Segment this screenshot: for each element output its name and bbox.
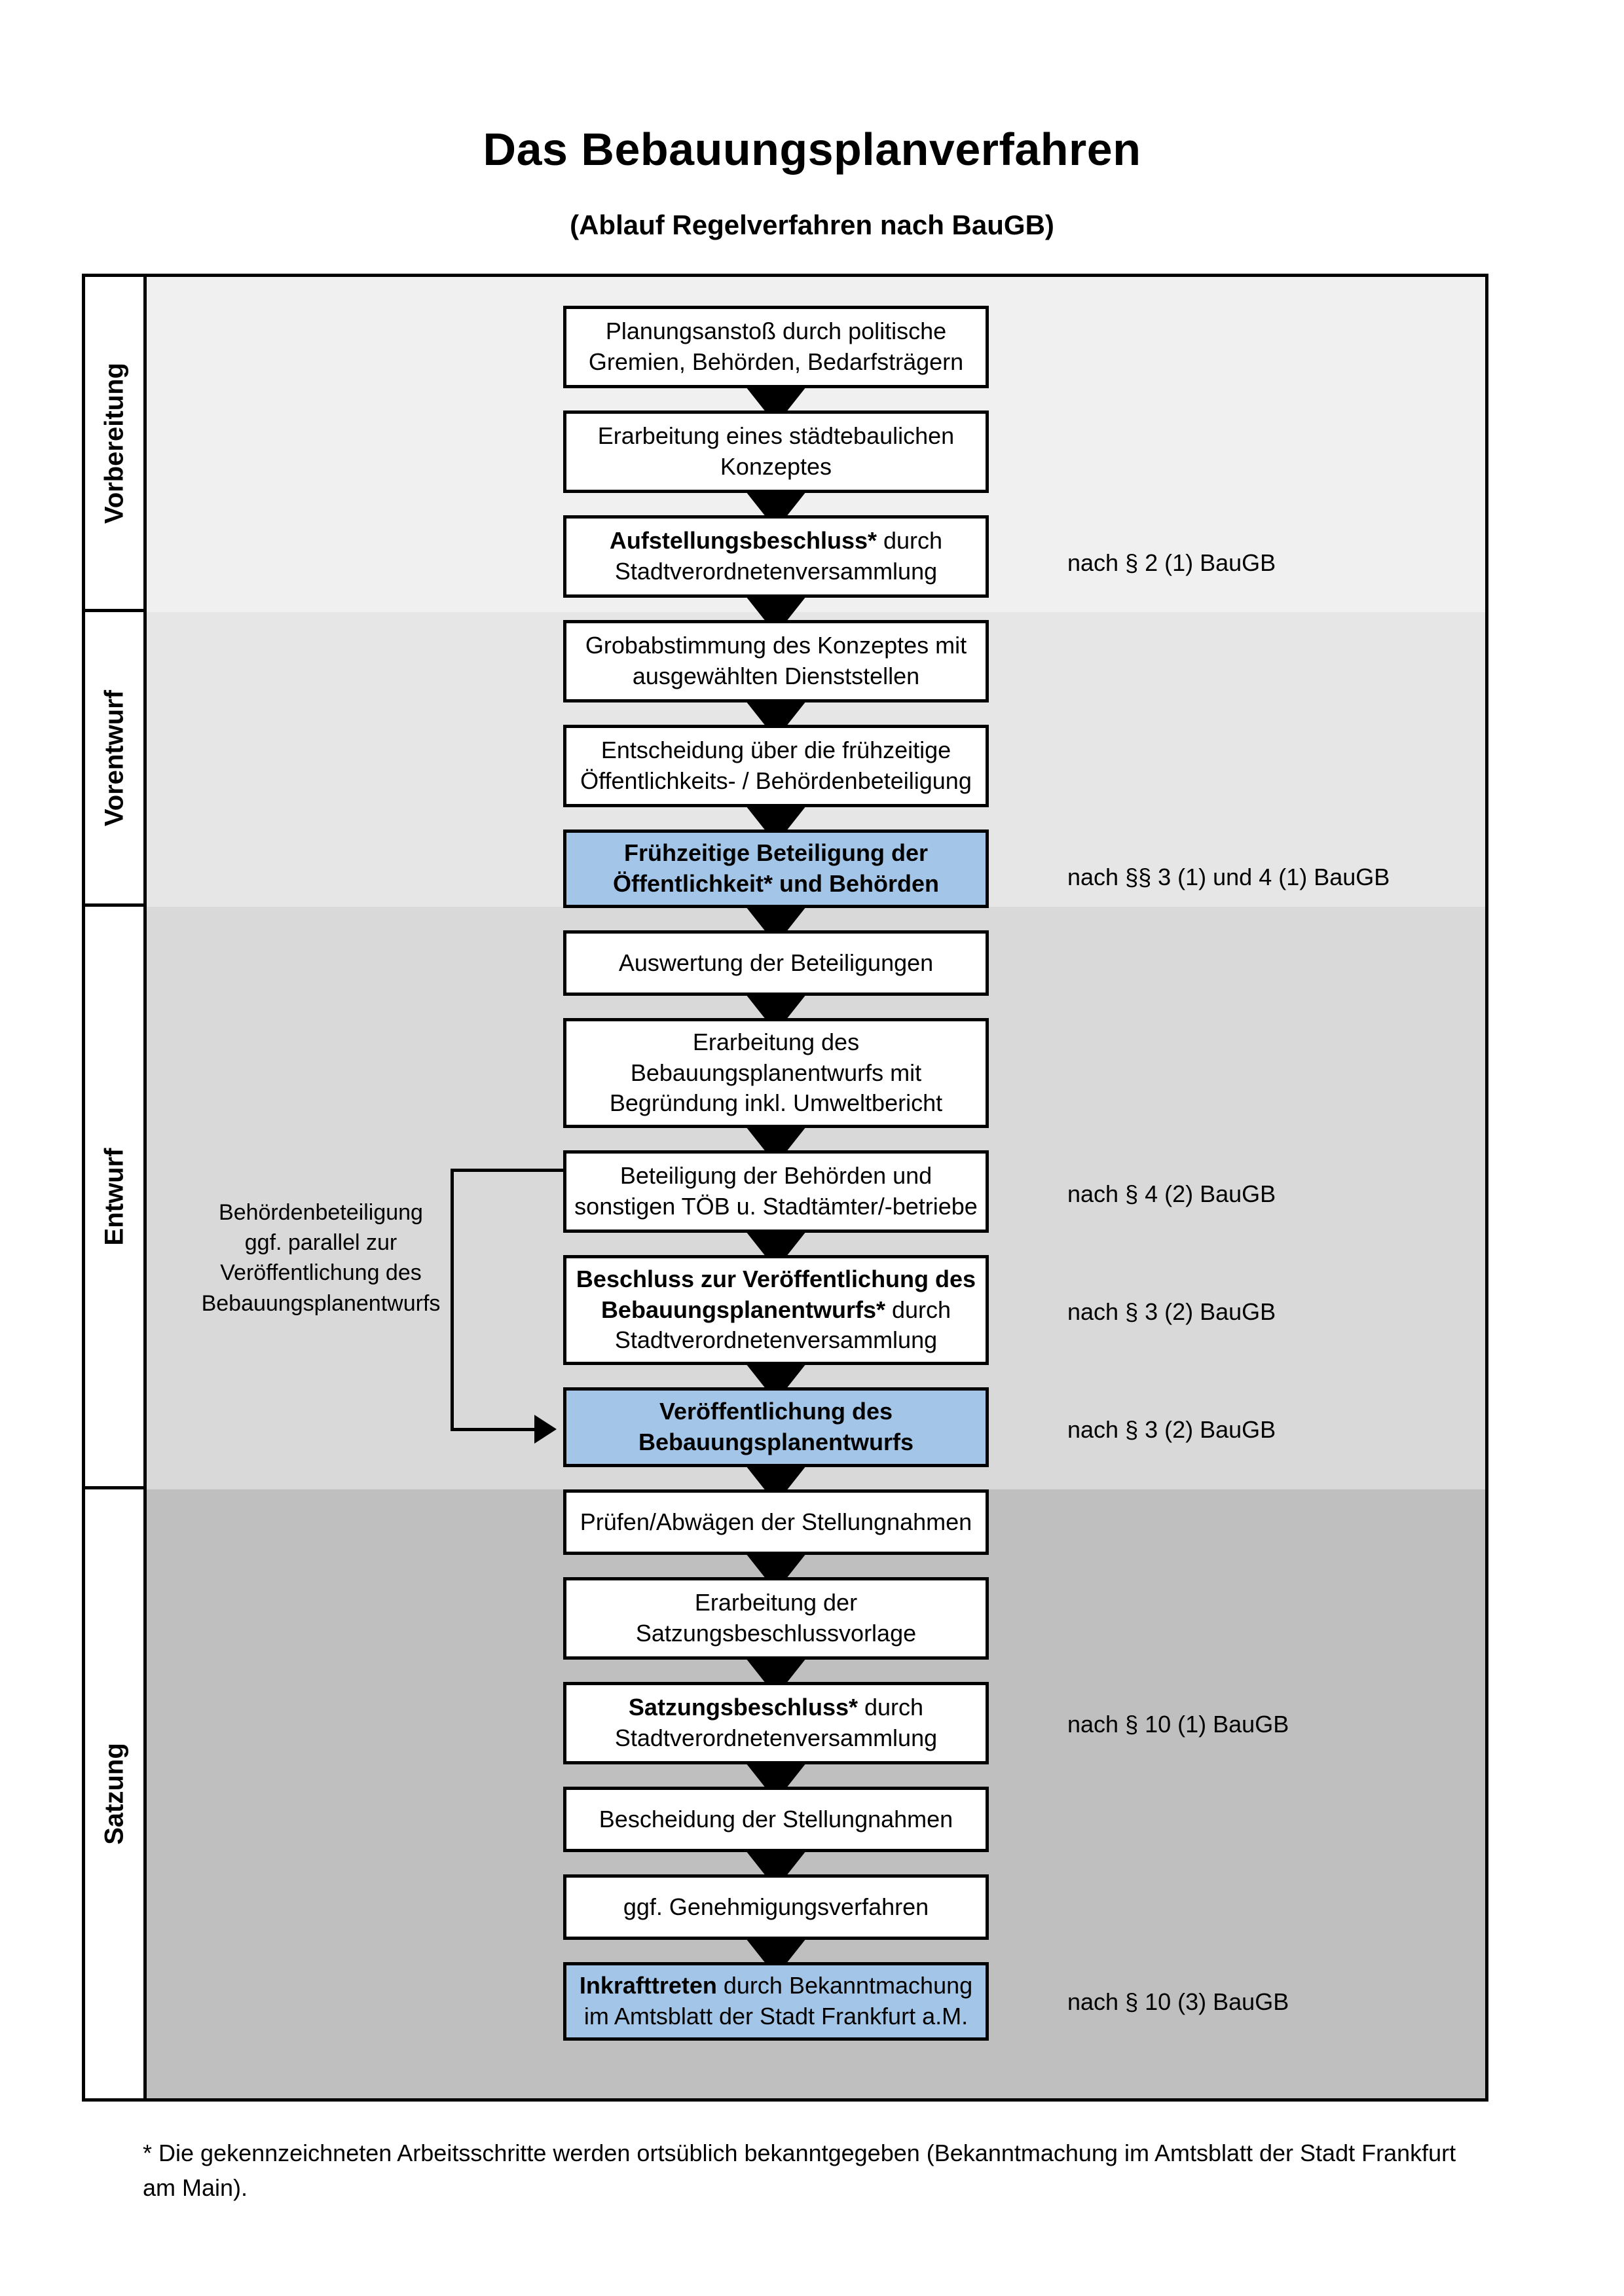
process-box-veroeffentlichung-entwurf[interactable]: Veröffentlichung des Bebauungsplanentwur…	[563, 1387, 989, 1467]
process-box-auswertung-beteiligungen[interactable]: Auswertung der Beteiligungen	[563, 930, 989, 996]
legal-ref-satzungsbeschluss: nach § 10 (1) BauGB	[1067, 1711, 1289, 1738]
process-box-staedtebauliches-konzept[interactable]: Erarbeitung eines städtebaulichen Konzep…	[563, 410, 989, 493]
legal-ref-beschluss-veroeffentlichung: nach § 3 (2) BauGB	[1067, 1298, 1276, 1325]
step-line-1: durch	[877, 527, 943, 555]
process-box-grobabstimmung[interactable]: Grobabstimmung des Konzeptes mit ausgewä…	[563, 620, 989, 702]
step-line-1: Auswertung der Beteiligungen	[618, 949, 934, 976]
step-line-2: Öffentlichkeits- / Behördenbeteiligung	[580, 767, 972, 794]
step-line-2: Konzeptes	[720, 453, 832, 480]
step-line-2-bold: Bebauungsplanentwurfs	[638, 1429, 914, 1455]
side-note-parallel-beteiligung: Behördenbeteiligung ggf. parallel zur Ve…	[183, 1197, 458, 1319]
connector-top-segment	[451, 1169, 564, 1172]
process-chart-frame: Vorbereitung Vorentwurf Entwurf Satzung …	[82, 274, 1488, 2102]
footnote-text: * Die gekennzeichneten Arbeitsschritte w…	[143, 2140, 1456, 2202]
step-line-2: sonstigen TÖB u. Stadtämter/-betriebe	[574, 1193, 978, 1220]
process-box-pruefen-abwaegen[interactable]: Prüfen/Abwägen der Stellungnahmen	[563, 1489, 989, 1555]
step-line-1: Prüfen/Abwägen der Stellungnahmen	[580, 1508, 972, 1535]
side-note-line-2: ggf. parallel zur	[244, 1230, 397, 1256]
process-box-entscheidung-beteiligung[interactable]: Entscheidung über die frühzeitige Öffent…	[563, 725, 989, 807]
process-box-planungsanstoss[interactable]: Planungsanstoß durch politische Gremien,…	[563, 306, 989, 388]
step-line-2: Stadtverordnetenversammlung	[614, 1724, 938, 1751]
page-title: Das Bebauungsplanverfahren	[483, 124, 1141, 175]
step-line-2: Satzungsbeschlussvorlage	[635, 1620, 917, 1647]
step-line-1-bold: Beschluss zur Veröffentlichung des	[576, 1265, 976, 1292]
step-line-2: durch	[885, 1296, 951, 1323]
phase-cell-entwurf: Entwurf	[85, 907, 143, 1489]
step-line-1: durch	[858, 1694, 924, 1721]
phase-rail: Vorbereitung Vorentwurf Entwurf Satzung	[85, 277, 147, 2098]
legal-ref-beteiligung-behoerden: nach § 4 (2) BauGB	[1067, 1180, 1276, 1207]
flow-layer: Planungsanstoß durch politische Gremien,…	[85, 277, 1485, 2098]
step-line-2: Stadtverordnetenversammlung	[614, 558, 938, 585]
step-line-1: Planungsanstoß durch politische	[605, 318, 947, 345]
step-line-1: durch Bekanntmachung	[716, 1972, 973, 1999]
connector-arrow-icon	[534, 1415, 557, 1444]
step-line-1: Erarbeitung der	[694, 1589, 858, 1616]
connector-vertical-segment	[451, 1169, 454, 1430]
step-line-2: Gremien, Behörden, Bedarfsträgern	[588, 348, 964, 375]
phase-cell-satzung: Satzung	[85, 1489, 143, 2098]
step-line-1: Entscheidung über die frühzeitige	[600, 737, 951, 764]
step-line-1: Erarbeitung des	[692, 1028, 860, 1055]
step-line-2: im Amtsblatt der Stadt Frankfurt a.M.	[583, 2003, 969, 2030]
step-line-1-bold: Aufstellungsbeschluss*	[609, 527, 877, 555]
step-line-1: ggf. Genehmigungsverfahren	[623, 1893, 929, 1920]
step-line-1-bold: Satzungsbeschluss*	[628, 1694, 858, 1721]
step-line-1-bold: Inkrafttreten	[579, 1972, 717, 1999]
process-box-satzungsbeschluss[interactable]: Satzungsbeschluss* durch Stadtverordnete…	[563, 1682, 989, 1764]
process-box-fruehzeitige-beteiligung[interactable]: Frühzeitige Beteiligung der Öffentlichke…	[563, 829, 989, 908]
step-line-1: Bescheidung der Stellungnahmen	[599, 1805, 953, 1832]
step-line-1: Erarbeitung eines städtebaulichen	[597, 422, 955, 450]
process-box-aufstellungsbeschluss[interactable]: Aufstellungsbeschluss* durch Stadtverord…	[563, 515, 989, 598]
step-line-3: Begründung inkl. Umweltbericht	[609, 1089, 943, 1117]
legal-ref-veroeffentlichung: nach § 3 (2) BauGB	[1067, 1416, 1276, 1443]
phase-cell-vorbereitung: Vorbereitung	[85, 277, 143, 612]
side-note-line-4: Bebauungsplanentwurfs	[201, 1290, 441, 1316]
step-line-2-bold: Bebauungsplanentwurfs*	[600, 1296, 885, 1323]
step-line-1-bold: Frühzeitige Beteiligung der	[623, 839, 929, 867]
connector-bottom-segment	[451, 1428, 536, 1431]
step-line-2: ausgewählten Dienststellen	[632, 663, 920, 689]
legal-ref-inkrafttreten: nach § 10 (3) BauGB	[1067, 1988, 1289, 2015]
side-note-line-1: Behördenbeteiligung	[219, 1200, 423, 1225]
step-line-1: Grobabstimmung des Konzeptes mit	[585, 632, 967, 659]
process-box-bescheidung-stellungnahmen[interactable]: Bescheidung der Stellungnahmen	[563, 1787, 989, 1852]
process-box-satzungsbeschlussvorlage[interactable]: Erarbeitung der Satzungsbeschlussvorlage	[563, 1577, 989, 1660]
step-line-1: Beteiligung der Behörden und	[619, 1162, 932, 1190]
process-box-beteiligung-behoerden-toeb[interactable]: Beteiligung der Behörden und sonstigen T…	[563, 1150, 989, 1233]
page-subtitle: (Ablauf Regelverfahren nach BauGB)	[570, 210, 1054, 240]
legal-ref-aufstellungsbeschluss: nach § 2 (1) BauGB	[1067, 549, 1276, 576]
step-line-2-bold: Öffentlichkeit* und Behörden	[612, 870, 940, 897]
step-line-2: Bebauungsplanentwurfs mit	[630, 1059, 922, 1086]
process-box-genehmigungsverfahren[interactable]: ggf. Genehmigungsverfahren	[563, 1874, 989, 1940]
side-note-line-3: Veröffentlichung des	[220, 1260, 422, 1286]
process-box-inkrafttreten[interactable]: Inkrafttreten durch Bekanntmachung im Am…	[563, 1962, 989, 2041]
phase-cell-vorentwurf: Vorentwurf	[85, 612, 143, 907]
legal-ref-fruehzeitige-beteiligung: nach §§ 3 (1) und 4 (1) BauGB	[1067, 864, 1390, 890]
step-line-3: Stadtverordnetenversammlung	[614, 1326, 938, 1354]
step-line-1-bold: Veröffentlichung des	[659, 1398, 893, 1425]
process-box-erarbeitung-bebauungsplanentwurf[interactable]: Erarbeitung des Bebauungsplanentwurfs mi…	[563, 1018, 989, 1128]
process-box-beschluss-veroeffentlichung[interactable]: Beschluss zur Veröffentlichung des Bebau…	[563, 1255, 989, 1365]
